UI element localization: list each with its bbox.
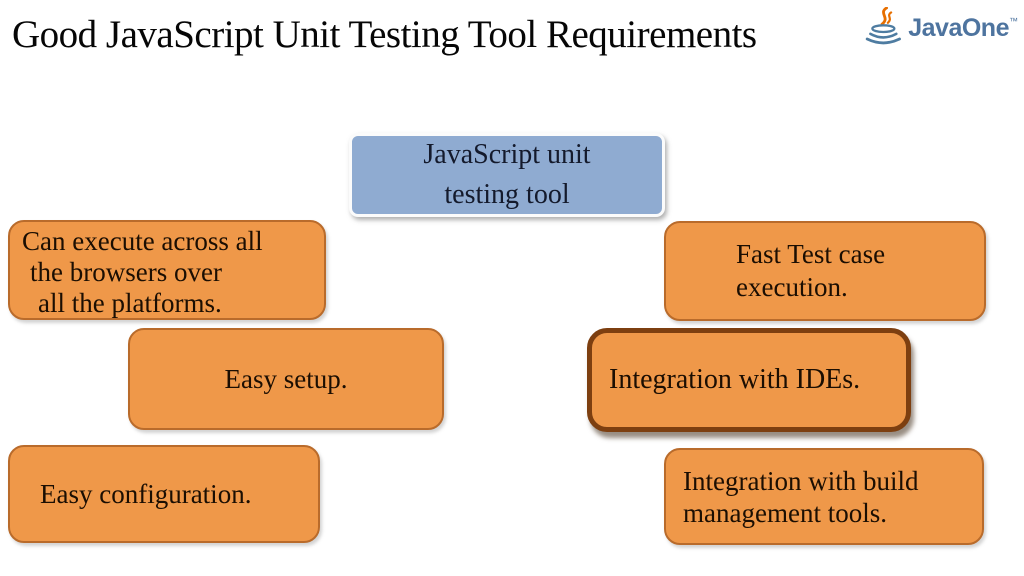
- node-label-line: Integration with IDEs.: [609, 364, 861, 395]
- node-label-line: all the platforms.: [38, 288, 222, 318]
- node-label-line: Integration with build: [683, 465, 919, 496]
- node-label-line: JavaScript unit: [423, 139, 591, 170]
- slide-title: Good JavaScript Unit Testing Tool Requir…: [12, 13, 757, 56]
- node-label-line: execution.: [736, 272, 848, 302]
- javaone-logo: JavaOne ™: [862, 7, 1018, 49]
- node-label-line: the browsers over: [30, 257, 222, 287]
- node-ide-integration: Integration with IDEs.: [587, 328, 911, 432]
- node-label-line: management tools.: [683, 497, 887, 528]
- node-label-line: Fast Test case: [736, 239, 886, 269]
- node-javascript-unit-testing-tool: JavaScript unit testing tool: [349, 133, 665, 217]
- trademark-symbol: ™: [1009, 16, 1018, 26]
- node-fast-execution: Fast Test case execution.: [664, 221, 986, 321]
- node-label-line: Can execute across all: [22, 226, 263, 256]
- node-easy-setup: Easy setup.: [128, 328, 444, 430]
- node-label-line: testing tool: [444, 179, 570, 210]
- node-label-line: Easy configuration.: [40, 478, 252, 509]
- node-easy-configuration: Easy configuration.: [8, 445, 320, 543]
- node-label-line: Easy setup.: [224, 363, 348, 394]
- node-cross-browser: Can execute across all the browsers over…: [8, 220, 326, 320]
- java-cup-icon: [866, 7, 902, 45]
- node-build-integration: Integration with build management tools.: [664, 448, 984, 545]
- javaone-logo-text: JavaOne: [908, 13, 1009, 42]
